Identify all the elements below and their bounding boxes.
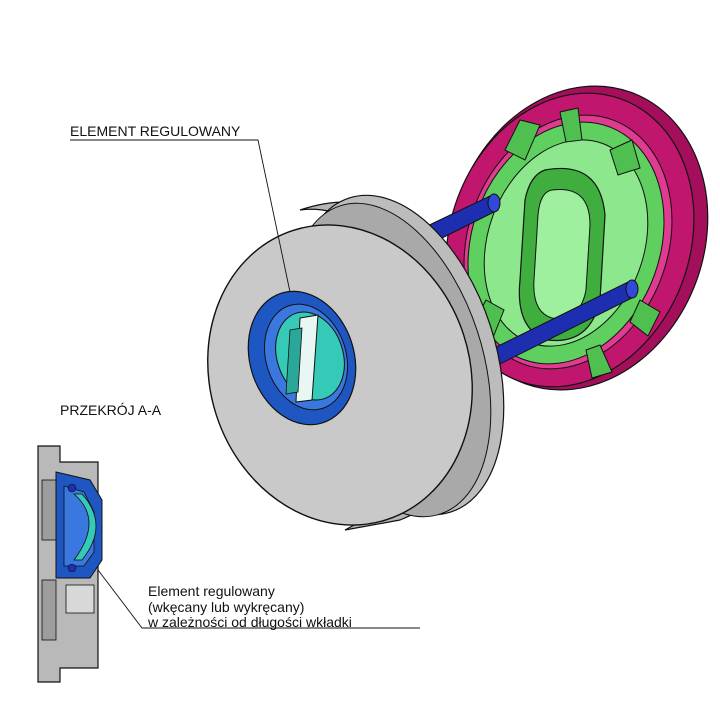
section-description: Element regulowany (wkęcany lub wykręcan… bbox=[148, 583, 352, 631]
description-line: Element regulowany bbox=[148, 583, 275, 599]
description-line: w zależności od długości wkładki bbox=[148, 614, 352, 630]
callout-adjustable-element: ELEMENT REGULOWANY bbox=[70, 123, 241, 139]
description-line: (wkęcany lub wykręcany) bbox=[148, 598, 305, 615]
adjustable-element bbox=[247, 290, 357, 426]
section-view bbox=[37, 445, 103, 683]
callout-leader-section bbox=[97, 569, 420, 629]
section-title: PRZEKRÓJ A-A bbox=[60, 402, 162, 418]
callout-leader-top bbox=[70, 139, 291, 293]
